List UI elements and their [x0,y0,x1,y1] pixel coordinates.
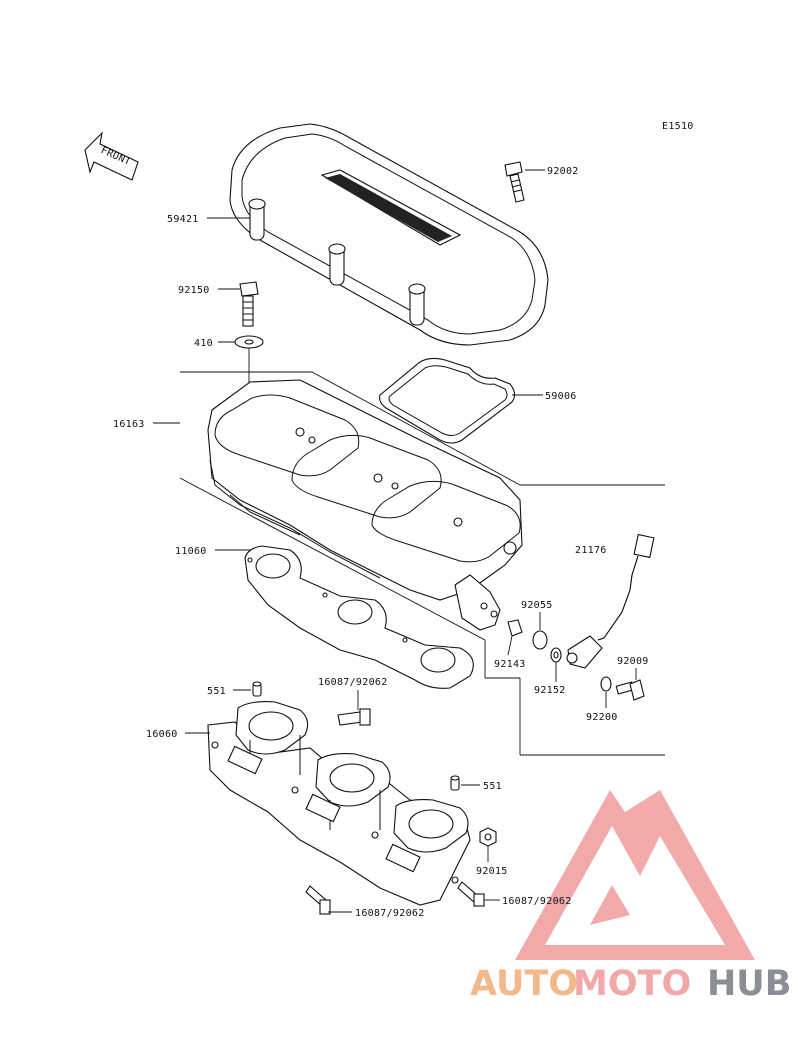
label-551-a: 551 [207,686,226,697]
label-92009: 92009 [617,656,649,667]
cylinder-head-16163-part [180,371,665,631]
head-gasket-11060-part [179,477,486,689]
bolt-92150-part [239,281,259,327]
label-16087-b: 16087/92062 [502,896,572,907]
watermark-hub: HUB [707,964,791,1004]
label-59006: 59006 [545,391,577,402]
label-16087-a: 16087/92062 [318,677,388,688]
label-59421: 59421 [167,214,199,225]
valve-cover-part [229,123,549,346]
fitting-16087-left-part [305,885,331,915]
watermark-moto: MOTO [573,964,691,1004]
bolt-92002-part [504,161,525,203]
washer-410-part [234,335,264,349]
washer-92200-part [600,676,612,692]
label-92152: 92152 [534,685,566,696]
watermark-brand: AUTO MOTO HUB [470,964,791,1004]
oring-92055-part [532,630,548,650]
label-92002: 92002 [547,166,579,177]
watermark-auto: AUTO [470,964,578,1004]
bolt-92009-part [615,679,645,701]
fitting-16087-right-part [457,881,485,907]
sensor-21176-part [566,533,655,669]
label-92150: 92150 [178,285,210,296]
diagram-code: E1510 [662,121,694,132]
nut-92015-part [479,827,497,847]
front-arrow-icon: FRONT [84,131,139,181]
label-551-b: 551 [483,781,502,792]
exhaust-manifold-16060-part [207,701,471,906]
label-21176: 21176 [575,545,607,556]
label-16087-c: 16087/92062 [355,908,425,919]
label-92055: 92055 [521,600,553,611]
watermark-logo-icon [515,790,755,960]
label-11060: 11060 [175,546,207,557]
label-16163: 16163 [113,419,145,430]
dowel-551-upper-part [252,681,262,697]
clip-92143-part [507,619,523,637]
dowel-551-lower-part [450,775,460,791]
label-92143: 92143 [494,659,526,670]
label-410: 410 [194,338,213,349]
label-92200: 92200 [586,712,618,723]
label-92015: 92015 [476,866,508,877]
label-16060: 16060 [146,729,178,740]
fitting-16087-upper-part [337,708,371,726]
gasket-59006-part [379,357,516,444]
